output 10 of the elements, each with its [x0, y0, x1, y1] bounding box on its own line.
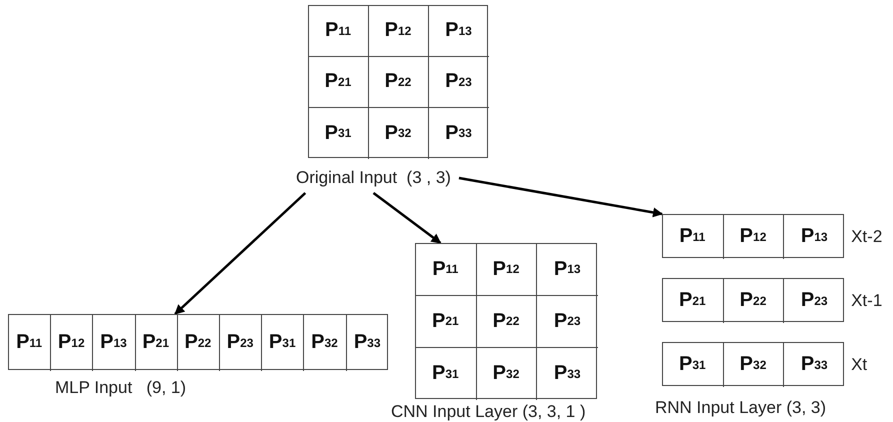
arrow	[174, 192, 306, 315]
time-step-label: Xt-2	[851, 227, 882, 247]
time-step-label: Xt-1	[851, 291, 882, 311]
matrix-caption: CNN Input Layer (3, 3, 1 )	[391, 402, 586, 422]
matrix-caption: MLP Input (9, 1)	[55, 378, 186, 398]
arrow	[458, 176, 663, 218]
layer-caption: RNN Input Layer (3, 3)	[655, 398, 826, 418]
matrix-caption: Original Input (3 , 3)	[296, 168, 451, 188]
arrow	[372, 192, 442, 244]
time-step-label: Xt	[851, 355, 868, 375]
